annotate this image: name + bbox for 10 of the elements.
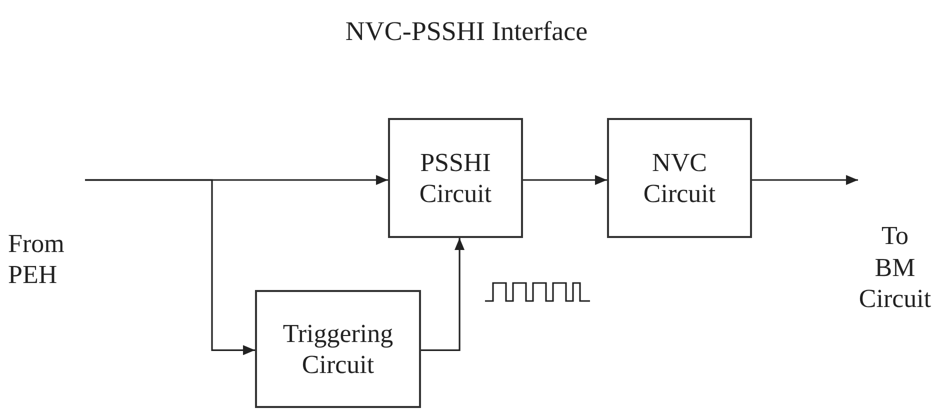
arrow <box>752 175 858 185</box>
signal-label: To BM Circuit <box>858 170 932 314</box>
process-box: NVC Circuit <box>607 118 752 238</box>
arrow <box>523 175 607 185</box>
arrow <box>421 238 465 351</box>
signal-label: From PEH <box>8 174 85 290</box>
process-box: Triggering Circuit <box>255 290 421 408</box>
diagram-title: NVC-PSSHI Interface <box>344 18 589 45</box>
process-box: PSSHI Circuit <box>388 118 523 238</box>
arrow <box>85 179 255 356</box>
